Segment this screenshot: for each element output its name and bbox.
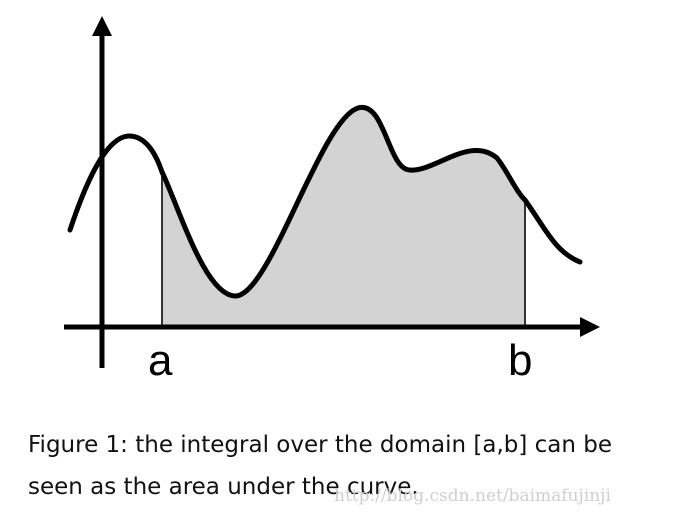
figure-caption: Figure 1: the integral over the domain [… [28, 424, 628, 508]
y-axis-arrowhead [92, 16, 112, 36]
label-a: a [148, 336, 173, 385]
watermark: http://blog.csdn.net/baimafujinji [334, 486, 611, 506]
caption-line-1: Figure 1: the integral over the domain [… [28, 432, 613, 458]
label-b: b [508, 336, 532, 385]
shaded-area-under-curve [162, 107, 525, 327]
integral-diagram: a b [64, 16, 600, 385]
function-curve [67, 105, 583, 299]
caption-line-2: seen as the area under the curve. [28, 474, 419, 500]
x-axis-arrowhead [580, 317, 600, 337]
